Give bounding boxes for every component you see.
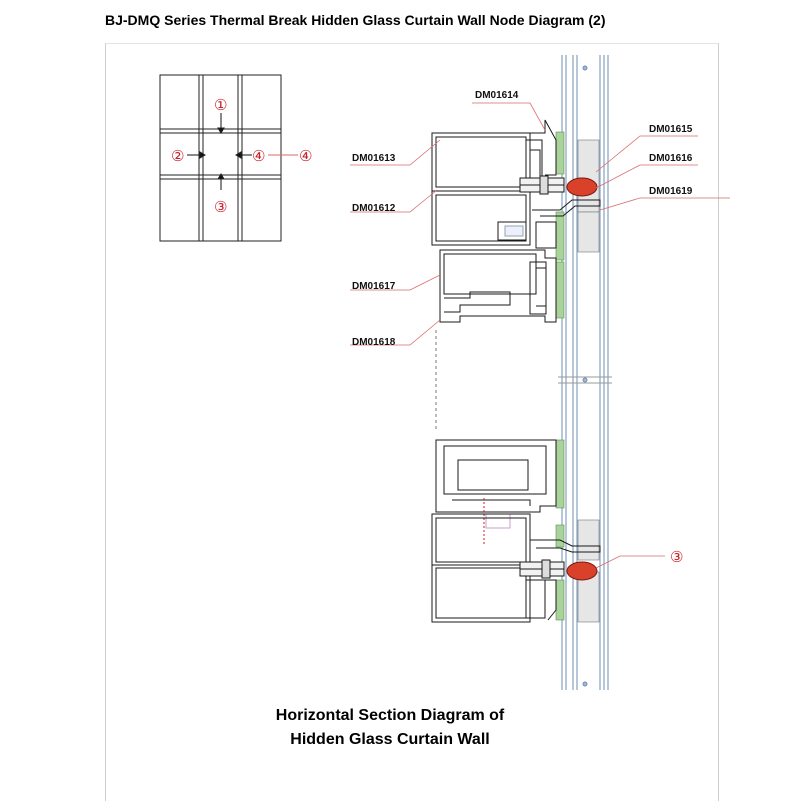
label-dm01618: DM01618 <box>352 337 396 348</box>
key-marker-1: ① <box>214 96 227 114</box>
upper-node <box>431 119 601 430</box>
key-marker-4-inner: ④ <box>252 147 265 165</box>
lower-gasket <box>566 561 598 581</box>
key-plan-markers: ① ② ③ ④ ④ <box>171 96 312 216</box>
key-marker-4-outer: ④ <box>299 147 312 165</box>
caption-line-2: Hidden Glass Curtain Wall <box>290 731 490 748</box>
label-dm01614: DM01614 <box>475 90 519 101</box>
label-dm01613: DM01613 <box>352 153 396 164</box>
upper-gasket <box>566 177 598 197</box>
diagram-caption: Horizontal Section Diagram of Hidden Gla… <box>230 704 550 752</box>
insulation-strips <box>555 131 565 621</box>
label-dm01617: DM01617 <box>352 281 396 292</box>
key-marker-2: ② <box>171 147 184 165</box>
key-marker-3: ③ <box>214 198 227 216</box>
label-dm01612: DM01612 <box>352 203 396 214</box>
page-title: BJ-DMQ Series Thermal Break Hidden Glass… <box>105 12 606 28</box>
label-dm01619: DM01619 <box>649 186 693 197</box>
glass-spacers <box>577 139 600 623</box>
detail-marker-3: ③ <box>670 548 683 566</box>
caption-line-1: Horizontal Section Diagram of <box>275 707 505 724</box>
lower-node <box>431 439 601 623</box>
label-dm01616: DM01616 <box>649 153 693 164</box>
label-dm01615: DM01615 <box>649 124 693 135</box>
part-labels: DM01614 DM01613 DM01612 DM01617 DM01618 … <box>352 90 693 566</box>
leader-lines <box>350 102 730 569</box>
drawing-sheet-border <box>105 43 719 801</box>
key-plan-grid <box>159 74 298 242</box>
